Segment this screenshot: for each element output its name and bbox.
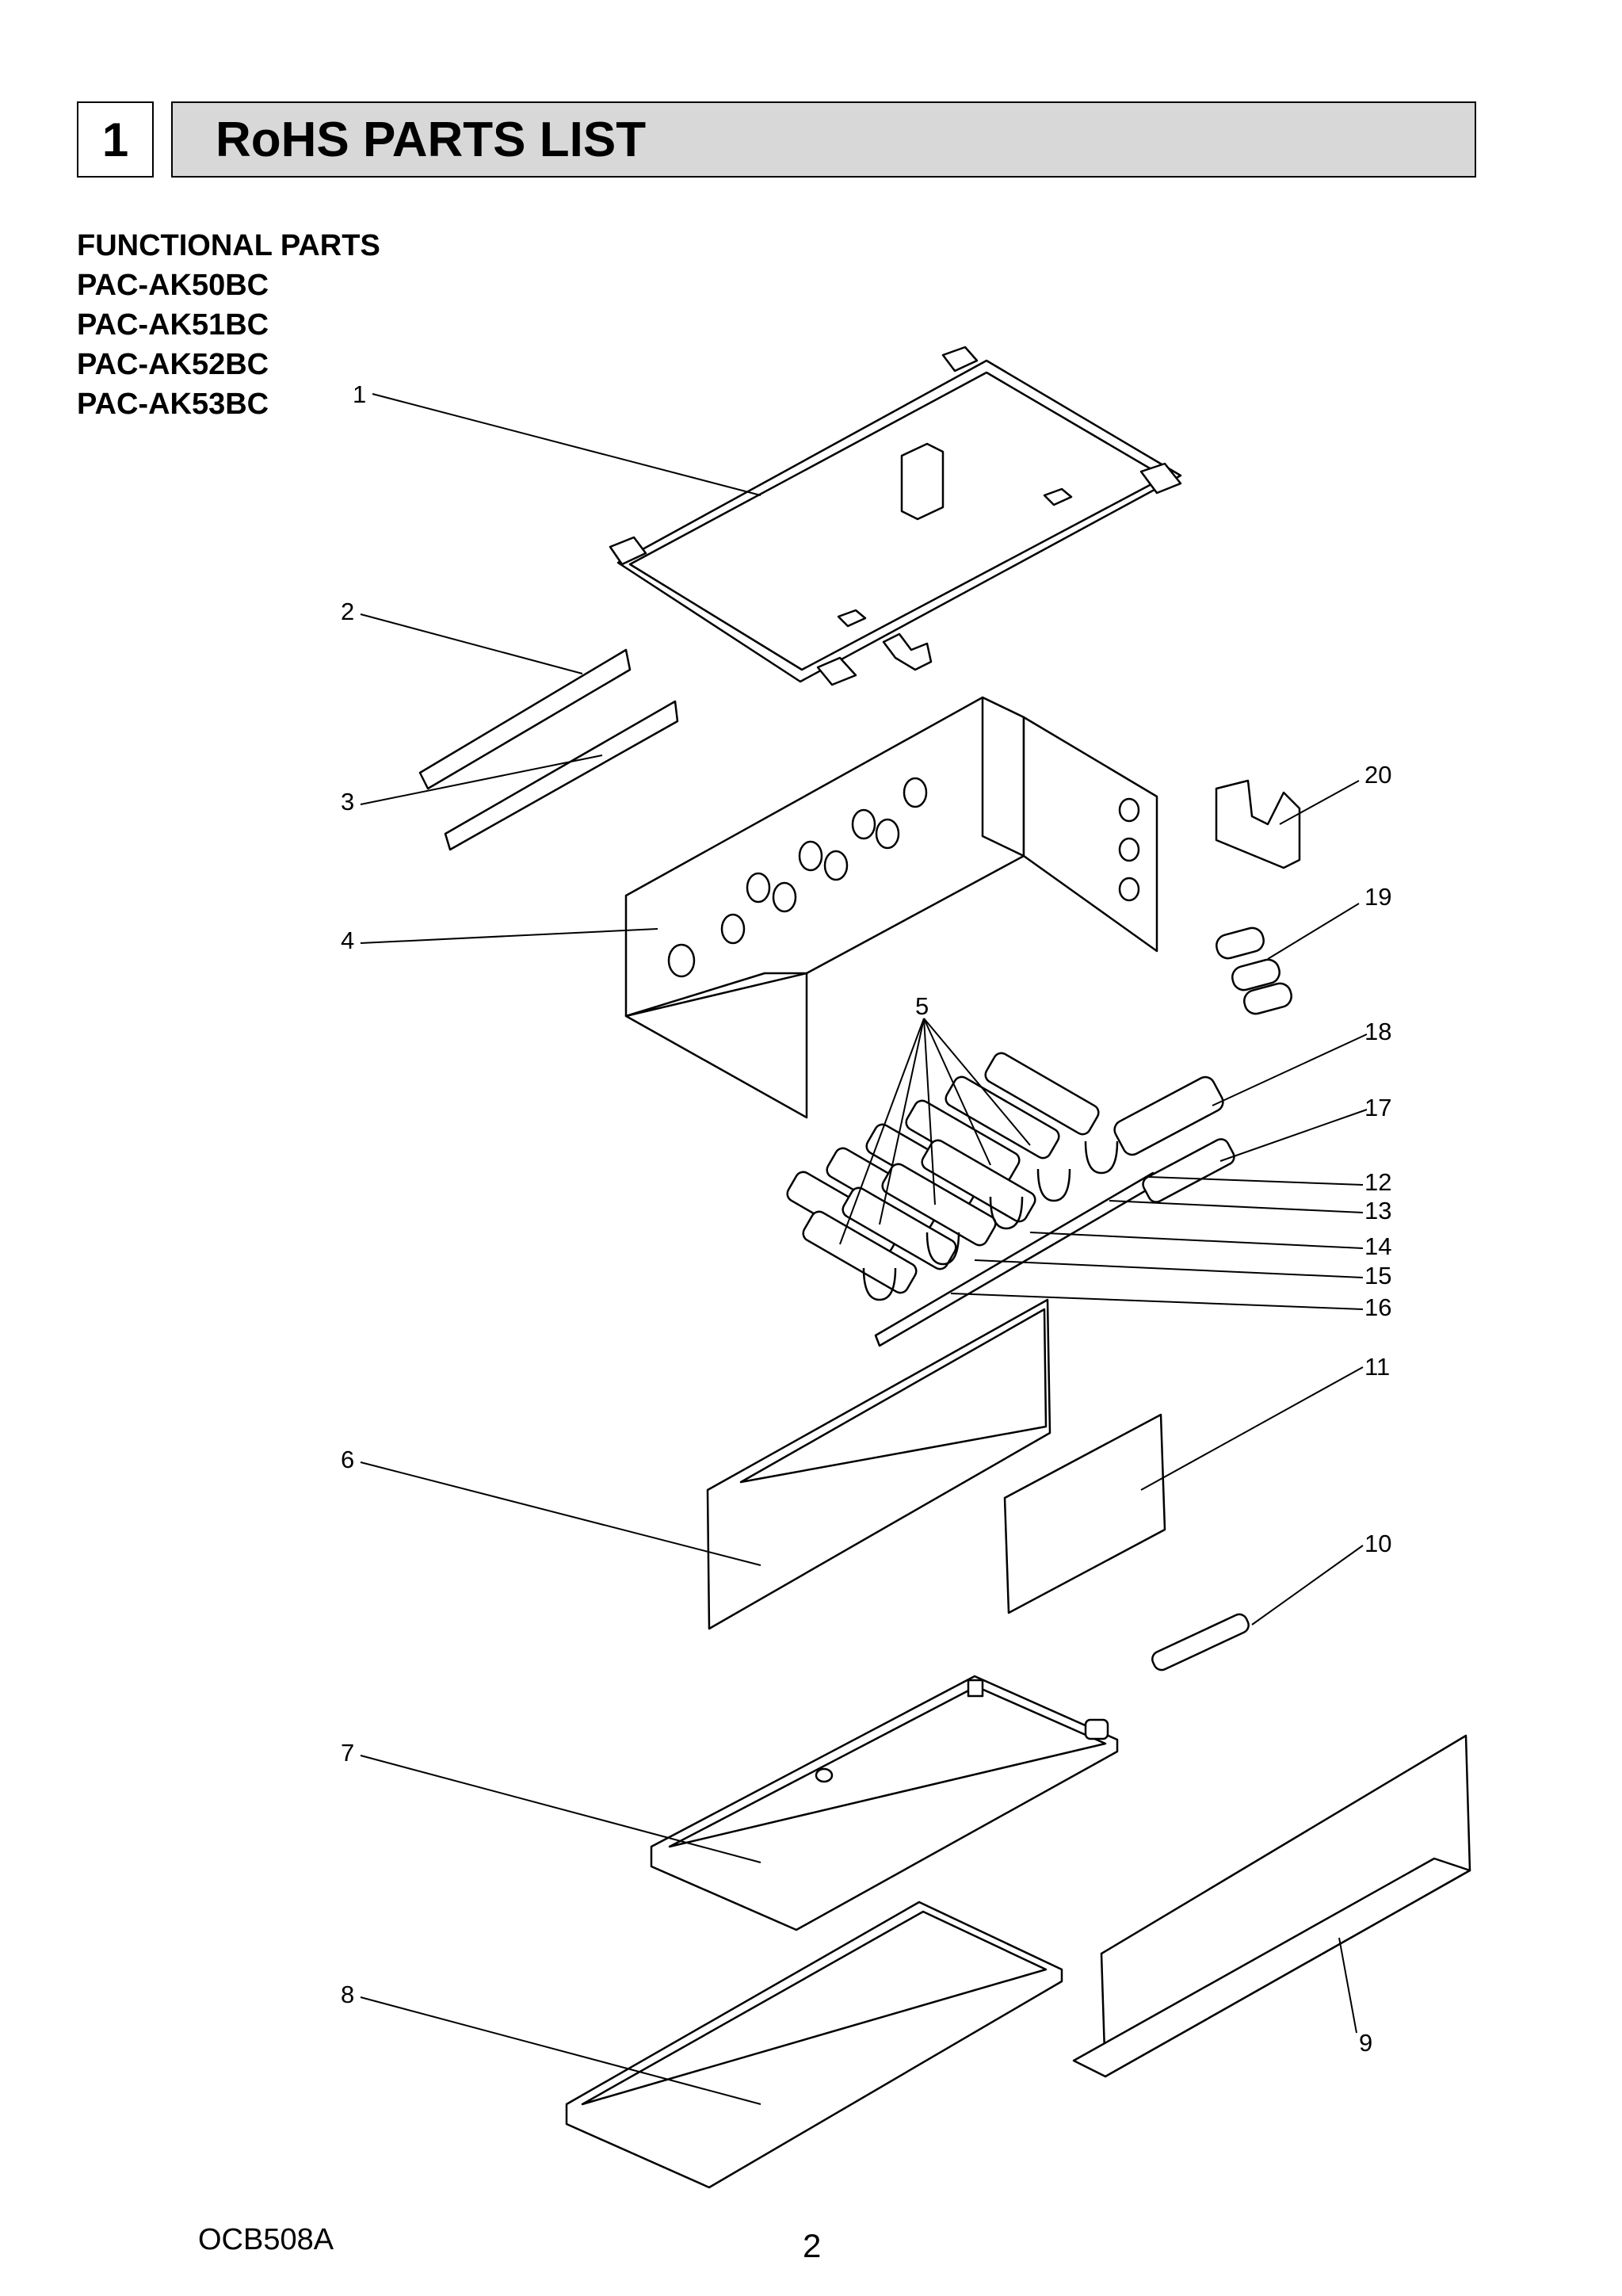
callout-7: 7: [341, 1739, 354, 1767]
leader-lines: [360, 393, 1368, 2105]
part-fitting-17: [1142, 1138, 1235, 1203]
part-top-frame: [609, 346, 1182, 686]
callout-13: 13: [1364, 1197, 1391, 1224]
model-label: PAC-AK52BC: [77, 348, 269, 381]
callout-12: 12: [1364, 1168, 1391, 1196]
callout-8: 8: [341, 1981, 354, 2008]
part-plate-20: [1215, 779, 1301, 869]
part-main-casing: [624, 696, 1158, 1119]
section-number: 1: [77, 101, 154, 178]
callout-10: 10: [1364, 1530, 1391, 1557]
callout-19: 19: [1364, 883, 1391, 911]
page-title: RoHS PARTS LIST: [171, 101, 1476, 178]
callout-9: 9: [1359, 2029, 1372, 2057]
callout-5: 5: [915, 992, 929, 1020]
part-caps-19: [1216, 926, 1292, 1015]
model-label: PAC-AK51BC: [77, 308, 269, 342]
category-label: FUNCTIONAL PARTS: [77, 229, 380, 262]
callout-18: 18: [1364, 1018, 1391, 1045]
page-number: 2: [803, 2227, 822, 2264]
callout-6: 6: [341, 1446, 354, 1473]
part-hose: [1151, 1613, 1250, 1671]
callout-15: 15: [1364, 1262, 1391, 1289]
callout-1: 1: [353, 380, 366, 408]
part-bracket-lower: [444, 700, 679, 851]
part-fitting-18: [1113, 1075, 1224, 1156]
part-front-panel: [1072, 1734, 1471, 2078]
callout-11: 11: [1364, 1353, 1390, 1381]
callout-16: 16: [1364, 1293, 1391, 1321]
callout-20: 20: [1364, 761, 1391, 789]
model-label: PAC-AK50BC: [77, 269, 269, 302]
callout-14: 14: [1364, 1232, 1391, 1260]
part-drain-pan: [650, 1675, 1119, 1931]
model-label: PAC-AK53BC: [77, 388, 269, 421]
part-side-panel: [706, 1298, 1051, 1630]
part-bracket-upper: [418, 648, 632, 790]
callout-17: 17: [1364, 1094, 1391, 1121]
part-bottom-plate: [565, 1901, 1063, 2189]
part-distributor-assembly: [786, 1052, 1158, 1347]
callout-3: 3: [341, 788, 354, 816]
callout-labels: 1 2 3 4 5 6 7 8 9 10 11 12 13 14 15 16 1…: [341, 380, 1391, 2057]
callout-4: 4: [341, 926, 354, 954]
document-code: OCB508A: [198, 2223, 334, 2256]
part-cover-plate: [1003, 1413, 1166, 1614]
callout-2: 2: [341, 598, 354, 625]
